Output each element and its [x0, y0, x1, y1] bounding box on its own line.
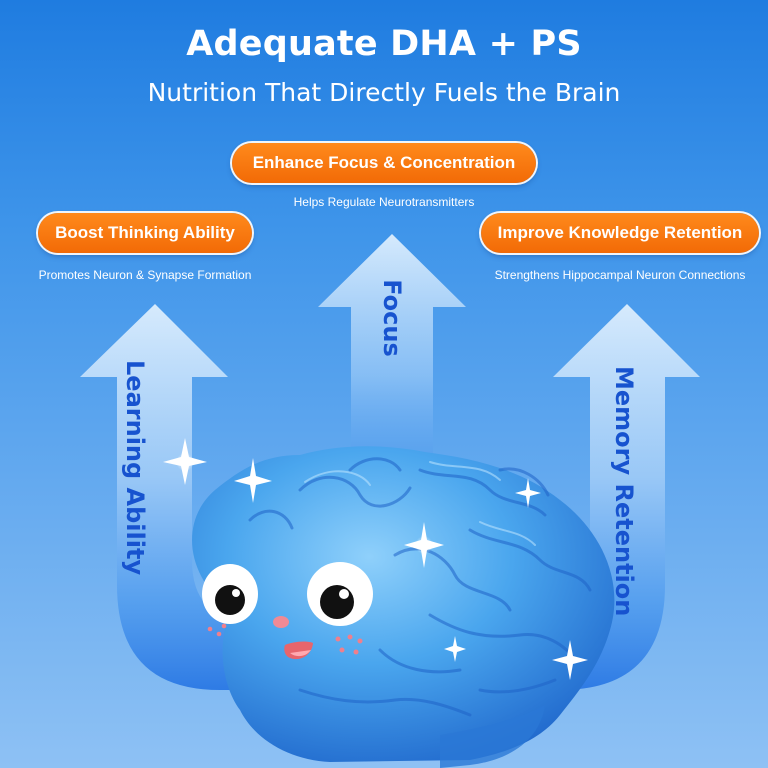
- cartoon-brain-mascot-icon: [192, 446, 615, 768]
- benefit-pill-thinking: Boost Thinking Ability: [38, 213, 252, 253]
- arrow-label-memory-retention: Memory Retention: [610, 366, 638, 617]
- page-title: Adequate DHA + PS: [186, 24, 582, 64]
- arrow-label-learning-ability: Learning Ability: [121, 360, 149, 576]
- middle-arrow: [318, 234, 466, 470]
- arrow-label-focus: Focus: [378, 279, 406, 357]
- benefit-caption-knowledge: Strengthens Hippocampal Neuron Connectio…: [494, 268, 746, 282]
- benefit-caption-thinking: Promotes Neuron & Synapse Formation: [38, 268, 252, 282]
- u-arrow-base: [80, 304, 700, 690]
- benefit-pill-knowledge: Improve Knowledge Retention: [481, 213, 759, 253]
- benefit-caption-focus: Helps Regulate Neurotransmitters: [293, 195, 475, 209]
- benefit-pill-focus: Enhance Focus & Concentration: [232, 143, 536, 183]
- sparkle-icon: [163, 438, 588, 680]
- page-subtitle: Nutrition That Directly Fuels the Brain: [147, 78, 621, 107]
